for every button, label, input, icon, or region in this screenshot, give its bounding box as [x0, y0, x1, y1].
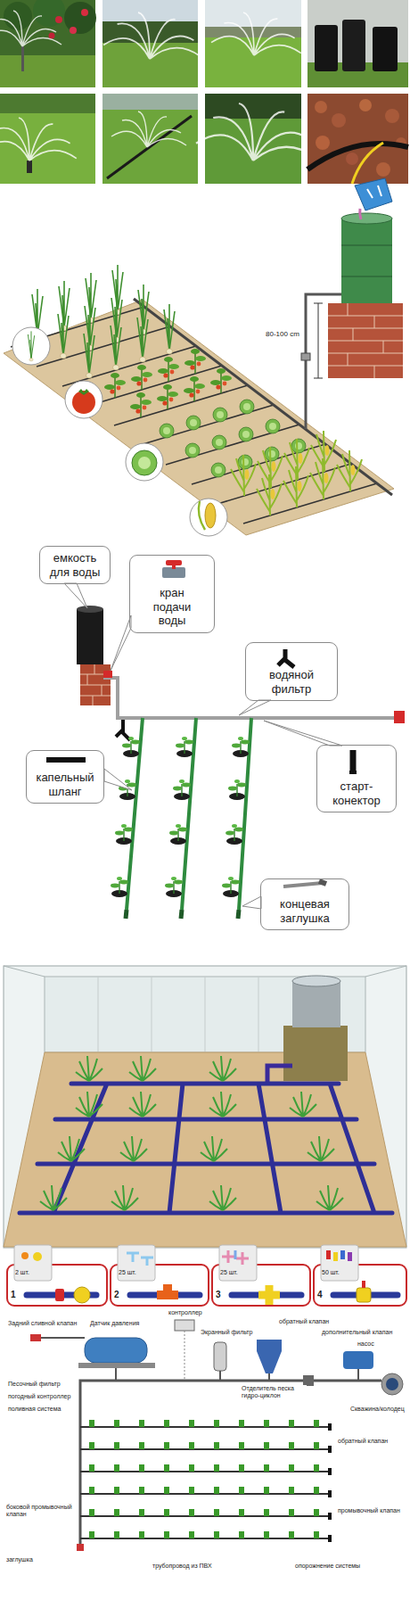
- garden-drip-scene: [3, 178, 403, 536]
- part-label: Скважина/колодец: [349, 1404, 406, 1412]
- part-label: Отделитель песка гидро-циклон: [240, 1384, 307, 1399]
- dimension-label: 80-100 cm: [265, 329, 300, 338]
- callout-number: 3: [215, 1288, 222, 1300]
- part-label: промывочный клапан: [336, 1506, 402, 1514]
- drip-schematic: [46, 559, 405, 919]
- callout-bubble: старт-конектор: [316, 744, 397, 812]
- well-irrigation-scheme: [30, 1319, 403, 1550]
- quantity-label: 25 шт.: [220, 1268, 238, 1276]
- callout-text: емкость для воды: [46, 550, 104, 579]
- callout-text: концевая заглушка: [266, 896, 344, 925]
- quantity-label: 50 шт.: [321, 1268, 340, 1276]
- part-label: заглушка: [5, 1555, 34, 1563]
- greenhouse-scene: [3, 965, 407, 1305]
- callout-bubble: кран подачи воды: [129, 554, 215, 633]
- part-label: погодный контроллер: [7, 1392, 72, 1400]
- quantity-label: 25 шт.: [118, 1268, 137, 1276]
- part-label: трубопровод из ПВХ: [151, 1561, 214, 1569]
- callout-number: 2: [114, 1288, 120, 1300]
- part-label: контроллер: [167, 1308, 204, 1316]
- callout-text: старт-конектор: [322, 779, 391, 807]
- callout-bubble: капельный шланг: [25, 749, 105, 804]
- callout-text: капельный шланг: [32, 770, 99, 798]
- callout-bubble: емкость для воды: [39, 545, 111, 584]
- part-label: поливная система: [7, 1404, 62, 1412]
- part-label: Экранный фильтр: [199, 1328, 254, 1336]
- part-label: насос: [356, 1339, 376, 1347]
- quantity-label: 2 шт.: [15, 1268, 30, 1276]
- callout-number: 1: [10, 1288, 17, 1300]
- part-label: Песочный фильтр: [7, 1379, 62, 1387]
- part-label: Задний сливной клапан: [7, 1319, 78, 1327]
- part-label: опорожнение системы: [294, 1561, 361, 1569]
- callout-bubble: концевая заглушка: [260, 877, 350, 930]
- photo-strip: [0, 0, 409, 184]
- callout-text: кран подачи воды: [147, 585, 197, 628]
- part-label: Датчик давления: [89, 1319, 140, 1327]
- part-label: дополнительный клапан: [320, 1328, 394, 1336]
- part-label: обратный клапан: [278, 1317, 330, 1325]
- callout-text: водяной фильтр: [258, 667, 325, 696]
- part-label: боковой промывочный клапан: [5, 1502, 79, 1517]
- part-label: обратный клапан: [336, 1436, 389, 1444]
- callout-bubble: водяной фильтр: [245, 641, 338, 701]
- callout-number: 4: [317, 1288, 323, 1300]
